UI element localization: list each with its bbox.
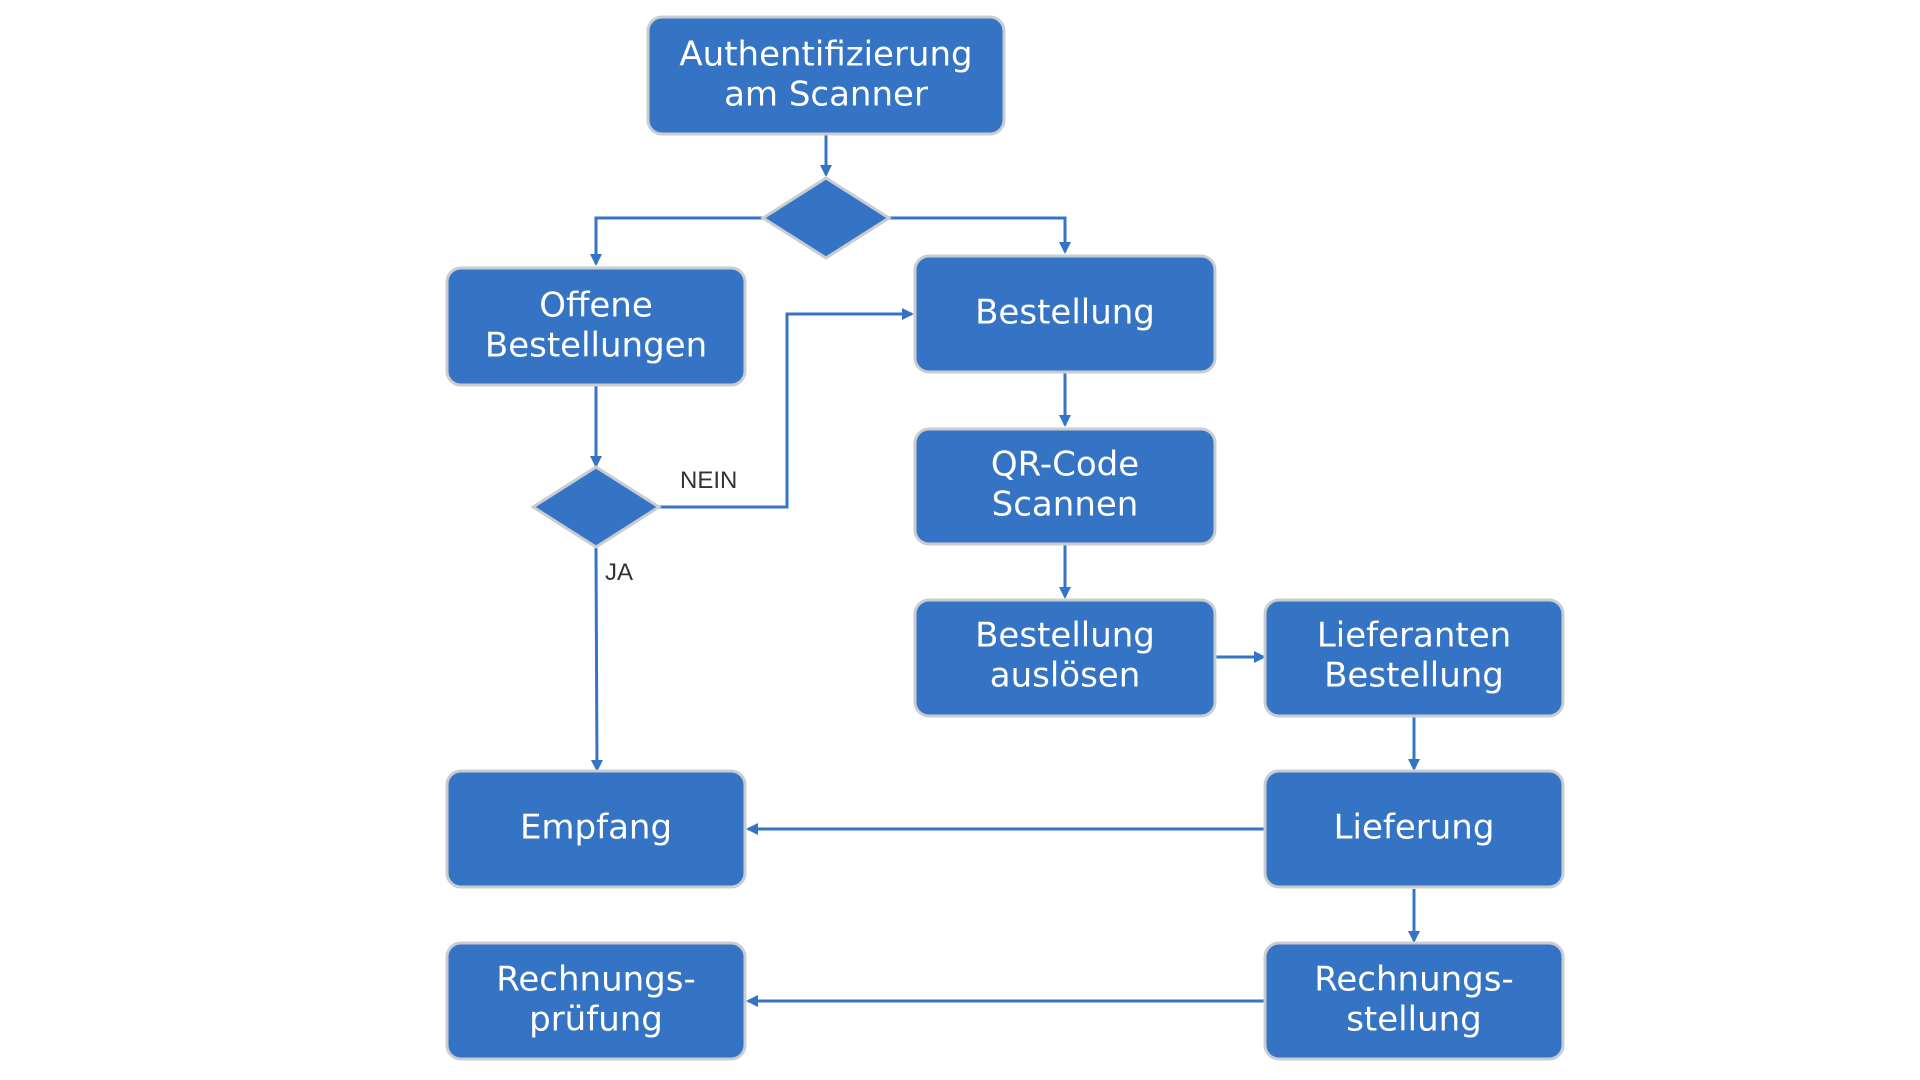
node-label-lieferung-line-1: Lieferung <box>1334 808 1495 848</box>
arrow-decision-1-to-offene <box>590 216 763 266</box>
edge-label-ja: JA <box>605 559 633 586</box>
node-label-qr-line-2: Scannen <box>992 485 1139 525</box>
node-label-auth-line-2: am Scanner <box>724 75 928 115</box>
node-rechnungsstellung: Rechnungs-stellung <box>1263 941 1565 1061</box>
node-label-rstellung-line-1: Rechnungs- <box>1314 960 1513 1000</box>
node-label-bestellung-line-1: Bestellung <box>975 293 1155 333</box>
arrow-decision-2-nein-to-bestellung <box>659 308 914 509</box>
decision-diamond-1 <box>760 176 892 260</box>
node-label-offene-line-1: Offene <box>539 286 653 326</box>
node-label-offene-line-2: Bestellungen <box>485 326 707 366</box>
arrow-decision-1-to-bestellung <box>889 216 1071 254</box>
node-label-rstellung-line-2: stellung <box>1346 1000 1482 1040</box>
node-label-qr-line-1: QR-Code <box>991 445 1139 485</box>
node-rechnungspruefung: Rechnungs-prüfung <box>445 941 747 1061</box>
node-label-empfang-line-1: Empfang <box>520 808 672 848</box>
node-label-lieferanten-line-2: Bestellung <box>1324 656 1504 696</box>
node-label-rpruefung-line-2: prüfung <box>529 1000 663 1040</box>
node-label-lieferanten-line-1: Lieferanten <box>1317 616 1511 656</box>
decision-diamond-2 <box>530 465 662 549</box>
node-lieferung: Lieferung <box>1263 769 1565 889</box>
node-bestellung: Bestellung <box>913 254 1217 374</box>
edge-label-nein: NEIN <box>680 467 737 494</box>
node-label-ausloesen-line-2: auslösen <box>990 656 1141 696</box>
node-label-auth-line-1: Authentifizierung <box>679 35 972 75</box>
arrow-decision-2-ja-to-empfang <box>590 547 603 772</box>
node-label-rpruefung-line-1: Rechnungs- <box>496 960 695 1000</box>
node-empfang: Empfang <box>445 769 747 889</box>
node-label-ausloesen-line-1: Bestellung <box>975 616 1155 656</box>
edges <box>590 135 1420 1007</box>
